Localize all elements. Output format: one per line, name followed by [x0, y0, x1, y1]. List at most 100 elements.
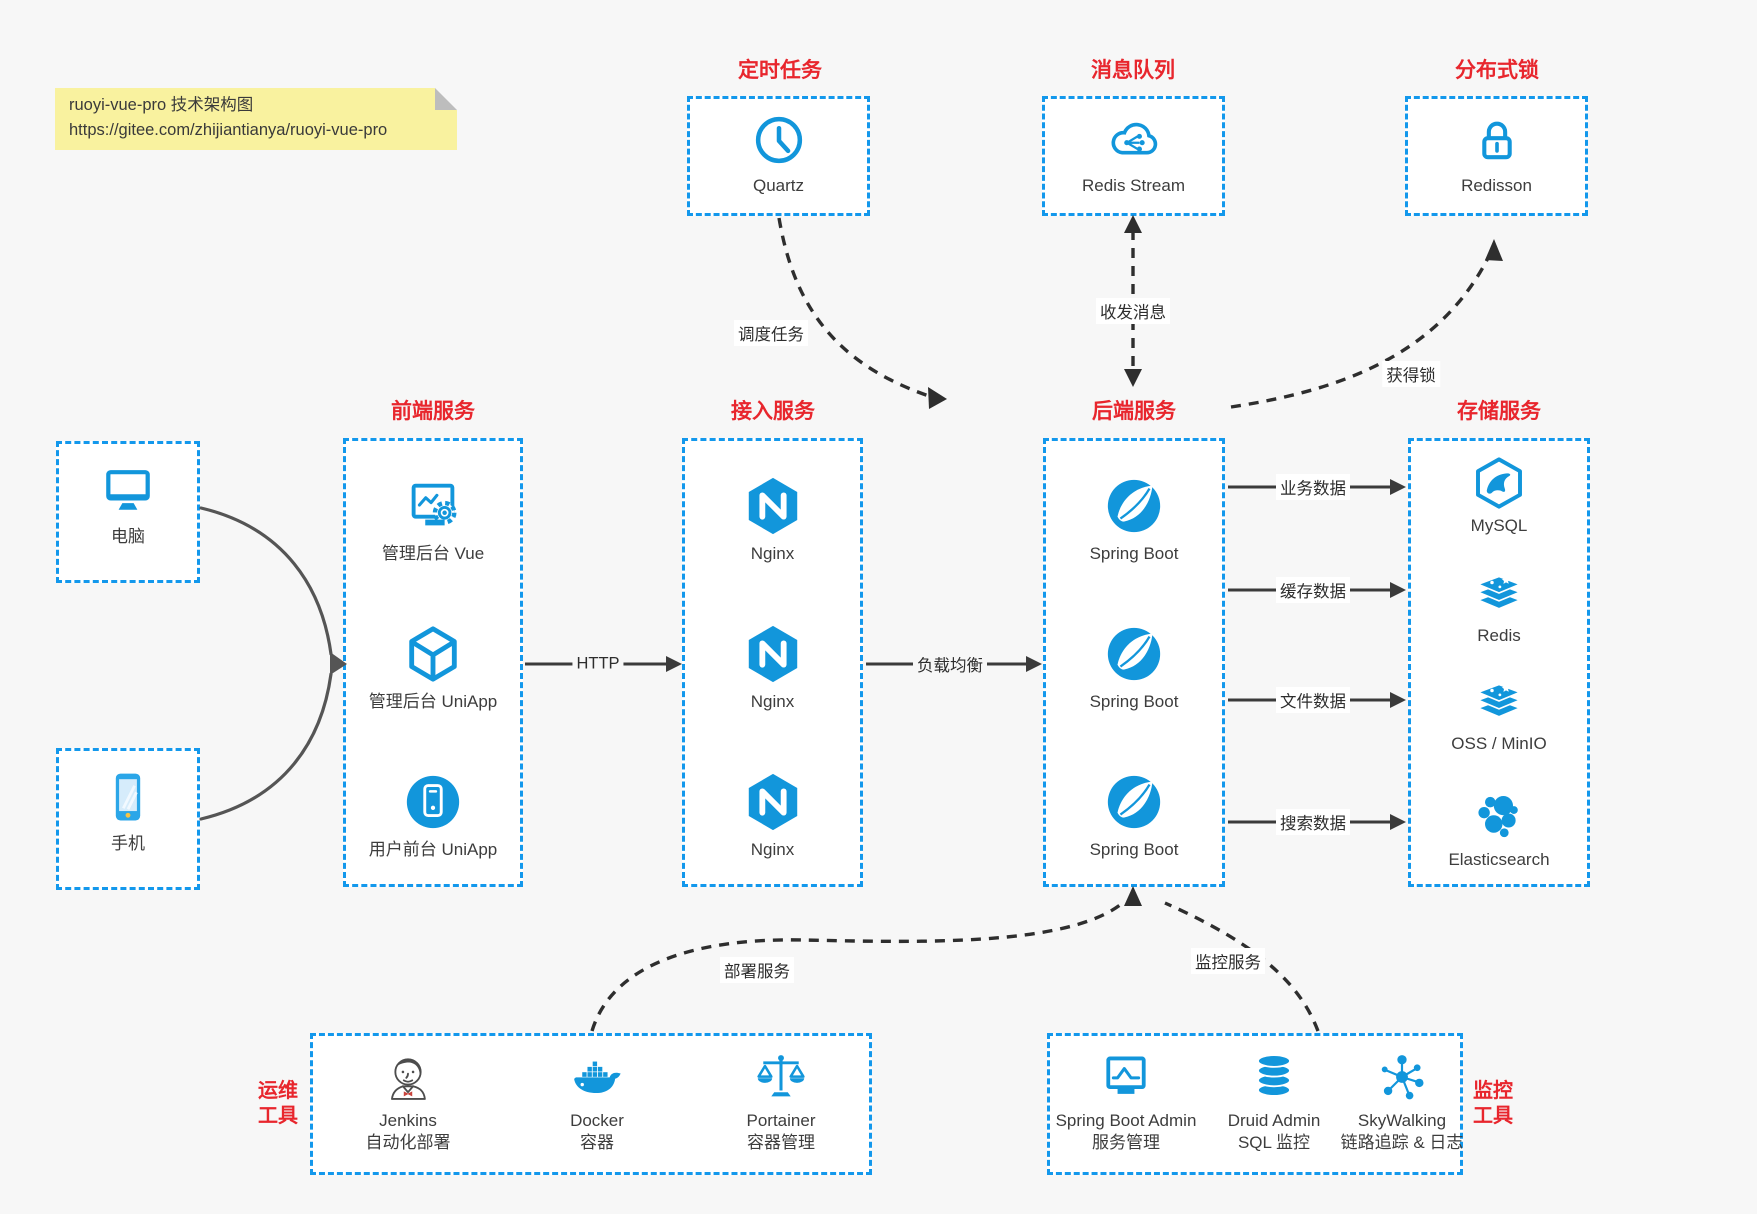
ops-tools-box: Jenkins 自动化部署 Docker 容器 — [310, 1033, 872, 1175]
node-jenkins: Jenkins 自动化部署 — [323, 1050, 493, 1154]
node-mobile: 手机 — [59, 767, 197, 855]
spring-boot-icon — [1107, 479, 1161, 533]
edge-label-search-data: 搜索数据 — [1276, 809, 1350, 835]
node-label: Portainer — [746, 1111, 816, 1130]
node-sublabel: 服务管理 — [1092, 1133, 1160, 1152]
node-label: Nginx — [750, 544, 795, 563]
node-label: Redis Stream — [1082, 176, 1185, 195]
node-sublabel: 容器管理 — [747, 1133, 815, 1152]
node-label: OSS / MinIO — [1451, 734, 1547, 753]
spring-boot-icon — [1107, 775, 1161, 829]
node-label: Spring Boot — [1089, 544, 1179, 563]
node-label: Spring Boot — [1089, 840, 1179, 859]
lock-icon — [1481, 121, 1512, 160]
client-curves — [199, 506, 333, 821]
node-oss-minio: OSS / MinIO — [1411, 673, 1587, 755]
node-label: SkyWalking — [1357, 1111, 1447, 1130]
node-admin-uniapp: 管理后台 UniApp — [346, 623, 520, 713]
clock-icon — [755, 116, 802, 164]
edge-label-send-receive-message: 收发消息 — [1096, 298, 1170, 324]
node-redisson: Redisson — [1408, 111, 1585, 197]
node-label: 手机 — [111, 834, 145, 853]
mysql-icon — [1476, 457, 1522, 509]
node-label: Docker — [570, 1111, 624, 1130]
edge-label-acquire-lock: 获得锁 — [1382, 361, 1440, 387]
user-uniapp-icon — [406, 775, 460, 829]
node-sublabel: 链路追踪 & 日志 — [1340, 1133, 1464, 1152]
note-title: ruoyi-vue-pro 技术架构图 — [69, 96, 254, 114]
node-pc: 电脑 — [59, 460, 197, 548]
group-title-monitor-tools: 监控 工具 — [1473, 1080, 1513, 1127]
node-spring-boot-1: Spring Boot — [1046, 475, 1222, 565]
node-redis: Redis — [1411, 565, 1587, 647]
admin-vue-icon — [411, 483, 457, 526]
node-spring-boot-admin: Spring Boot Admin 服务管理 — [1050, 1050, 1202, 1154]
node-label: Nginx — [750, 692, 795, 711]
node-mysql: MySQL — [1411, 455, 1587, 537]
nginx-icon — [748, 773, 797, 831]
edge-label-deploy-service: 部署服务 — [720, 957, 794, 983]
edge-label-http: HTTP — [572, 653, 624, 675]
redis-stack-icon — [1477, 575, 1521, 610]
group-title-backend: 后端服务 — [1092, 400, 1176, 423]
gateway-box: Nginx Nginx Nginx — [682, 438, 863, 887]
skywalking-icon — [1381, 1055, 1424, 1100]
nginx-icon — [748, 477, 797, 535]
node-label: 管理后台 Vue — [381, 544, 485, 563]
docker-icon — [574, 1061, 621, 1094]
note-url: https://gitee.com/zhijiantianya/ruoyi-vu… — [69, 121, 388, 139]
node-label: Druid Admin — [1227, 1111, 1321, 1130]
node-admin-vue: 管理后台 Vue — [346, 475, 520, 565]
storage-box: MySQL Redis — [1408, 438, 1590, 887]
node-sublabel: 容器 — [580, 1133, 614, 1152]
quartz-box: Quartz — [687, 96, 870, 216]
node-nginx-2: Nginx — [685, 623, 860, 713]
group-title-distributed-lock: 分布式锁 — [1455, 59, 1539, 82]
jenkins-icon — [391, 1058, 426, 1100]
node-user-uniapp: 用户前台 UniApp — [346, 771, 520, 861]
edge-label-business-data: 业务数据 — [1276, 474, 1350, 500]
node-nginx-3: Nginx — [685, 771, 860, 861]
node-spring-boot-3: Spring Boot — [1046, 771, 1222, 861]
nginx-icon — [748, 625, 797, 683]
node-label: Spring Boot — [1089, 692, 1179, 711]
group-title-ops-tools: 运维 工具 — [258, 1080, 298, 1127]
spring-boot-admin-icon — [1106, 1056, 1146, 1094]
desktop-icon — [106, 470, 150, 510]
group-title-storage: 存储服务 — [1457, 400, 1541, 423]
node-label: Spring Boot Admin — [1055, 1111, 1197, 1130]
node-quartz: Quartz — [690, 111, 867, 197]
oss-stack-icon — [1477, 683, 1521, 718]
phone-icon — [115, 773, 141, 821]
node-label: Quartz — [752, 176, 805, 195]
edge-label-cache-data: 缓存数据 — [1276, 577, 1350, 603]
node-label: MySQL — [1470, 516, 1528, 535]
backend-box: Spring Boot Spring Boot Spring Boot — [1043, 438, 1225, 887]
edge-label-file-data: 文件数据 — [1276, 687, 1350, 713]
node-sublabel: 自动化部署 — [365, 1133, 451, 1152]
node-skywalking: SkyWalking 链路追踪 & 日志 — [1326, 1050, 1478, 1154]
node-docker: Docker 容器 — [512, 1050, 682, 1154]
mobile-client-box: 手机 — [56, 748, 200, 890]
group-title-frontend: 前端服务 — [391, 400, 475, 423]
spring-boot-icon — [1107, 627, 1161, 681]
node-label: Nginx — [750, 840, 795, 859]
portainer-icon — [757, 1055, 805, 1097]
node-label: Redisson — [1461, 176, 1532, 195]
node-label: 用户前台 UniApp — [368, 840, 498, 859]
node-druid-admin: Druid Admin SQL 监控 — [1198, 1050, 1350, 1154]
node-label: Redis — [1477, 626, 1521, 645]
node-redis-stream: Redis Stream — [1045, 111, 1222, 197]
edge-label-schedule-task: 调度任务 — [734, 320, 808, 346]
edge-label-load-balance: 负载均衡 — [913, 651, 987, 677]
redisson-box: Redisson — [1405, 96, 1588, 216]
node-portainer: Portainer 容器管理 — [696, 1050, 866, 1154]
node-elasticsearch: Elasticsearch — [1411, 789, 1587, 871]
redis-stream-box: Redis Stream — [1042, 96, 1225, 216]
cloud-stream-icon — [1111, 122, 1157, 155]
frontend-box: 管理后台 Vue 管理后台 UniApp 用户前台 UniApp — [343, 438, 523, 887]
group-title-gateway: 接入服务 — [731, 400, 815, 423]
elasticsearch-icon — [1478, 796, 1518, 838]
node-label: Jenkins — [379, 1111, 437, 1130]
